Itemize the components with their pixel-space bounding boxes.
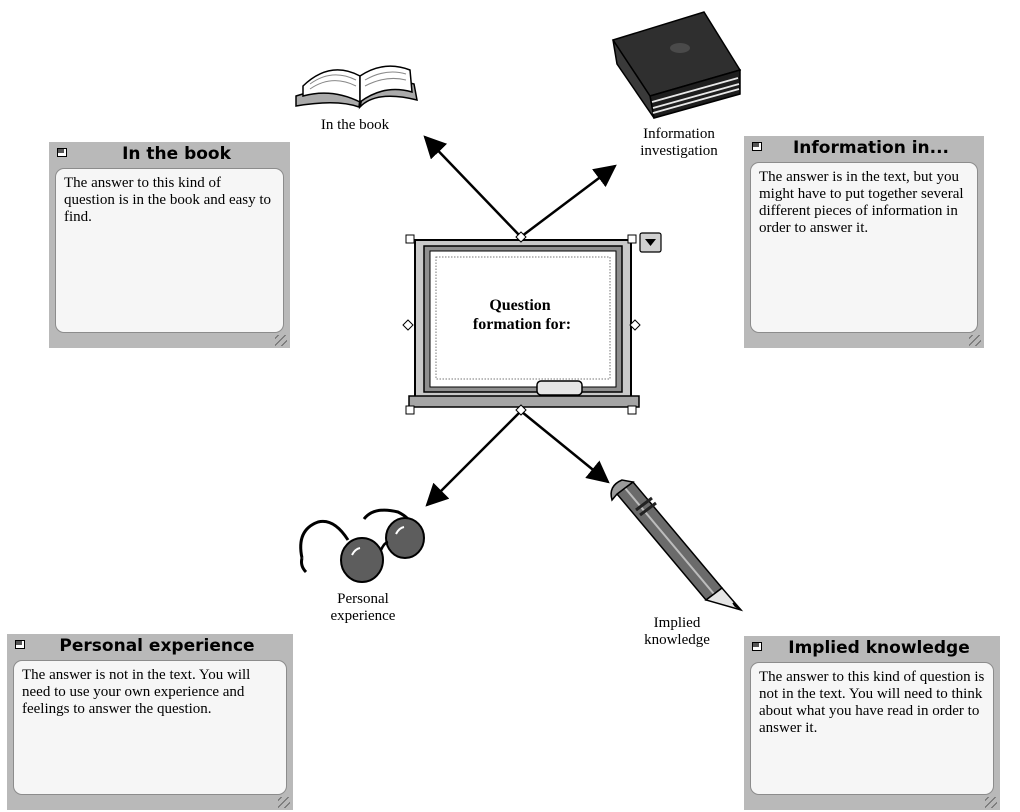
note-title: Personal experience (59, 636, 255, 656)
note-text[interactable]: The answer to this kind of question is i… (55, 168, 284, 333)
note-text[interactable]: The answer is not in the text. You will … (13, 660, 287, 795)
arrow-to-implied-knowledge (521, 411, 610, 484)
eyeglasses-icon[interactable] (299, 508, 425, 583)
note-title-bar[interactable]: Implied knowledge (744, 636, 1000, 661)
note-implied-knowledge[interactable]: Implied knowledge The answer to this kin… (744, 636, 1000, 810)
chalkboard-icon[interactable] (408, 239, 640, 408)
resize-grip-icon[interactable] (985, 797, 997, 808)
pencil-icon[interactable] (610, 479, 744, 612)
note-title-bar[interactable]: In the book (49, 142, 290, 167)
closed-book-icon[interactable] (611, 11, 742, 119)
note-personal-experience[interactable]: Personal experience The answer is not in… (7, 634, 293, 810)
label-information-investigation: Information investigation (640, 126, 718, 159)
note-title-bar[interactable]: Information in... (744, 136, 984, 161)
note-in-the-book[interactable]: In the book The answer to this kind of q… (49, 142, 290, 348)
selection-handles[interactable] (402, 231, 641, 416)
note-title-bar[interactable]: Personal experience (7, 634, 293, 659)
handle-left-middle[interactable] (402, 319, 414, 331)
arrow-to-personal-experience (425, 411, 521, 507)
handle-top-middle[interactable] (515, 231, 527, 243)
center-title: Question formation for: (473, 297, 571, 333)
resize-grip-icon[interactable] (275, 335, 287, 346)
arrow-to-in-the-book (423, 135, 521, 237)
note-text[interactable]: The answer is in the text, but you might… (750, 162, 978, 333)
note-information[interactable]: Information in... The answer is in the t… (744, 136, 984, 348)
label-personal-experience: Personal experience (330, 591, 396, 624)
note-title: Information in... (792, 138, 950, 158)
collapse-icon[interactable] (57, 148, 67, 157)
collapse-icon[interactable] (752, 142, 762, 151)
note-title: Implied knowledge (788, 638, 970, 658)
dropdown-menu-icon[interactable] (639, 232, 662, 253)
label-in-the-book: In the book (320, 117, 390, 133)
handle-right-middle[interactable] (629, 319, 641, 331)
resize-grip-icon[interactable] (969, 335, 981, 346)
open-book-icon[interactable] (295, 65, 418, 110)
handle-bottom-right[interactable] (627, 405, 637, 415)
handle-bottom-middle[interactable] (515, 404, 527, 416)
handle-top-left[interactable] (405, 234, 415, 244)
collapse-icon[interactable] (15, 640, 25, 649)
collapse-icon[interactable] (752, 642, 762, 651)
resize-grip-icon[interactable] (278, 797, 290, 808)
note-title: In the book (122, 144, 231, 164)
arrow-to-information-investigation (521, 164, 617, 237)
note-text[interactable]: The answer to this kind of question is n… (750, 662, 994, 795)
handle-bottom-left[interactable] (405, 405, 415, 415)
handle-top-right[interactable] (627, 234, 637, 244)
label-implied-knowledge: Implied knowledge (644, 615, 710, 648)
